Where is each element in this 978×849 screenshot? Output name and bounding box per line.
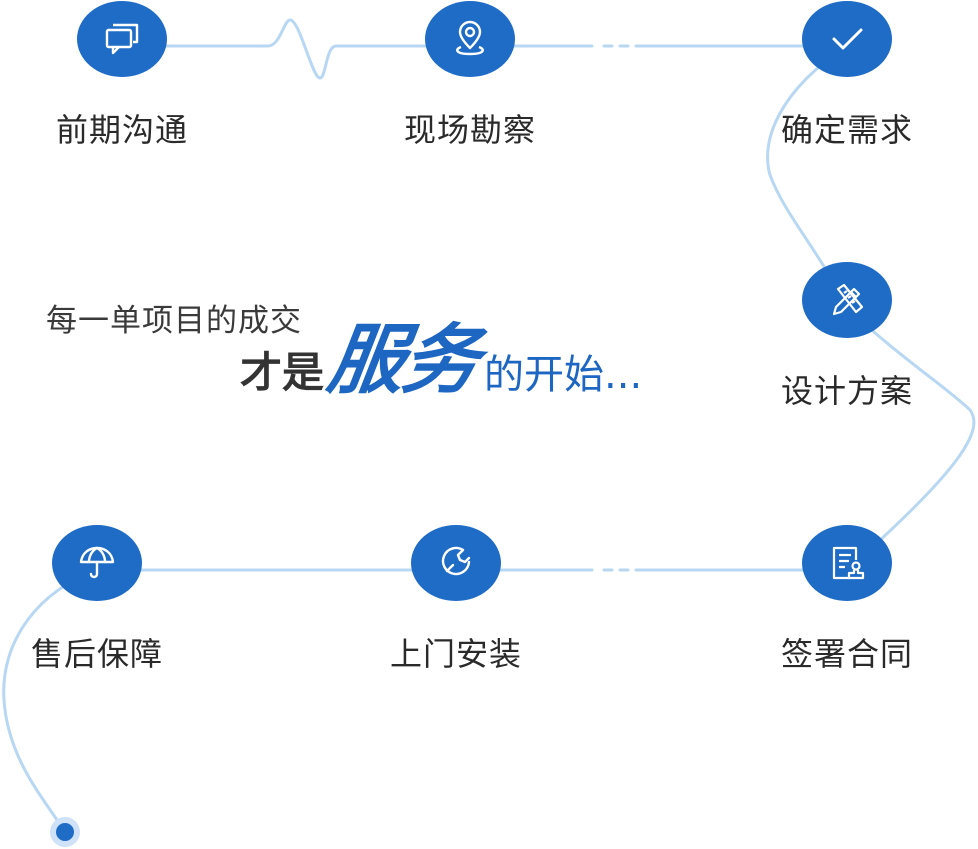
step-6-label: 上门安装 (389, 635, 522, 673)
step-5: 签署合同 (757, 525, 937, 675)
path-segment-7-end (2, 568, 99, 834)
checkmark-icon (832, 28, 863, 50)
step-7-circle (52, 525, 142, 601)
tagline-line-1: 每一单项目的成交 (46, 303, 302, 339)
step-3-circle (802, 1, 892, 77)
step-4-label: 设计方案 (780, 372, 913, 410)
location-pin-icon (456, 20, 484, 56)
step-2: 现场勘察 (380, 1, 560, 151)
step-5-label: 签署合同 (780, 635, 913, 673)
step-6: 上门安装 (366, 525, 546, 675)
pencil-ruler-icon (832, 283, 864, 316)
path-end-dot-core (56, 823, 74, 841)
step-3: 确定需求 (757, 1, 937, 151)
step-1-label: 前期沟通 (55, 111, 188, 149)
tagline-suffix: 的开始... (484, 352, 643, 398)
path-segment-1-2 (120, 18, 472, 80)
step-7: 售后保障 (7, 525, 187, 675)
step-1-circle (77, 1, 167, 77)
step-5-circle (802, 525, 892, 601)
step-7-label: 售后保障 (30, 635, 163, 673)
step-3-label: 确定需求 (780, 111, 913, 149)
tagline-prefix: 才是 (240, 348, 325, 397)
umbrella-icon (79, 546, 115, 579)
step-2-label: 现场勘察 (403, 111, 536, 149)
tagline-emphasis: 服务 (322, 315, 484, 404)
step-6-circle (411, 525, 501, 601)
step-4-circle (802, 262, 892, 338)
step-2-circle (425, 1, 515, 77)
tagline-line-2: 才是 服务 的开始... (240, 315, 643, 408)
step-4: 设计方案 (757, 262, 937, 412)
path-end-dot (50, 817, 80, 847)
path-segment-3-4 (766, 44, 849, 309)
contract-stamp-icon (832, 546, 865, 580)
step-1: 前期沟通 (32, 1, 212, 151)
wrench-icon (441, 546, 471, 576)
path-segment-4-5 (845, 305, 976, 572)
chat-icon (105, 23, 139, 55)
